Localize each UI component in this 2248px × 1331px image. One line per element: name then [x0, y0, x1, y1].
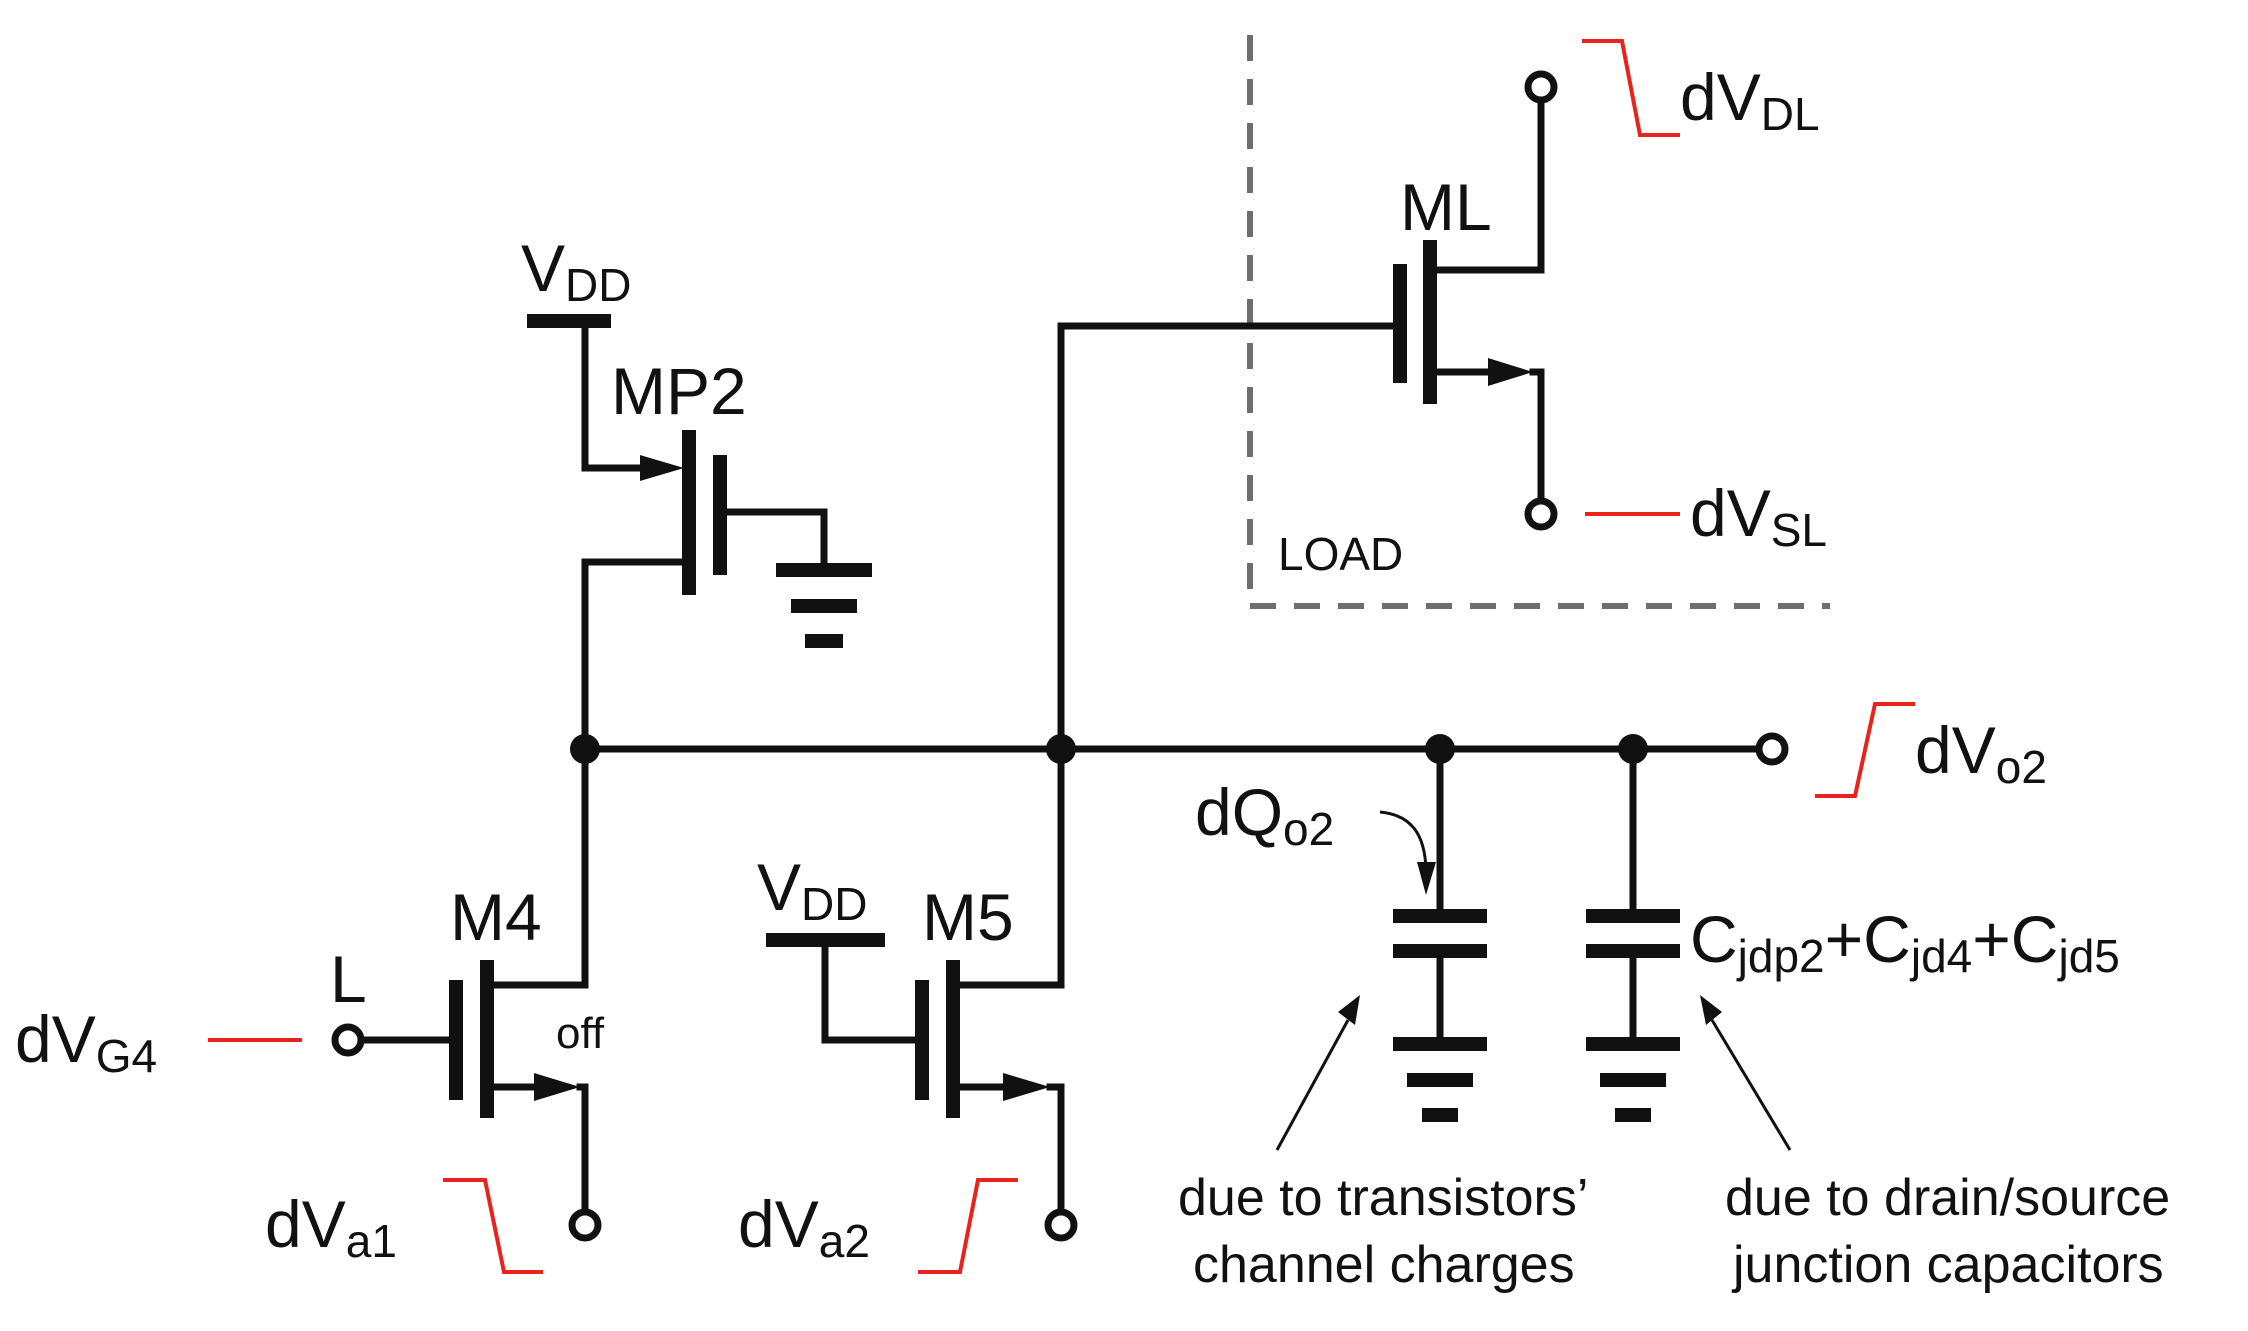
note1-line2: channel charges [1193, 1236, 1575, 1294]
note1-line1: due to transistors’ [1178, 1169, 1588, 1227]
ml-transistor [1057, 70, 1558, 753]
junction-capacitor [1586, 745, 1680, 1122]
note1-arrowhead [1338, 995, 1360, 1025]
dva2-label: dVa2 [738, 1187, 870, 1267]
note2-arrowhead [1700, 995, 1722, 1025]
output-net [570, 732, 1789, 766]
dva2-terminal [1044, 1208, 1078, 1242]
dva2-signal [918, 1178, 1018, 1274]
m5-source-arrow [1003, 1073, 1050, 1101]
dvdl-signal [1582, 39, 1680, 137]
channel-charge-capacitor [1393, 745, 1487, 1122]
dva1-signal [443, 1178, 543, 1274]
dva1-label: dVa1 [265, 1187, 397, 1267]
note2-line2: junction capacitors [1731, 1236, 2164, 1294]
dqo2-label: dQo2 [1195, 775, 1334, 855]
m5-transistor [766, 745, 1078, 1242]
note1-arrow-line [1275, 1019, 1350, 1151]
dvsl-terminal [1524, 497, 1558, 531]
mp2-transistor [527, 314, 872, 753]
off-label: off [556, 1009, 605, 1058]
mp2-label: MP2 [611, 354, 747, 428]
dqo2-arrow [1379, 810, 1428, 871]
vdd-m5-label: VDD [757, 850, 867, 930]
m4-label: M4 [450, 880, 542, 954]
l-label: L [330, 942, 367, 1016]
dva1-terminal [568, 1208, 602, 1242]
dvo2-label: dVo2 [1915, 713, 2047, 793]
dvdl-label: dVDL [1680, 60, 1820, 140]
cap-sum-label: Cjdp2+Cjd4+Cjd5 [1690, 902, 2120, 982]
note2-arrow-line [1710, 1019, 1792, 1151]
mp2-source-arrow [640, 455, 684, 481]
m4-source-arrow [534, 1073, 580, 1101]
dvg4-terminal [331, 1023, 365, 1057]
dvo2-terminal [1755, 732, 1789, 766]
dvg4-label: dVG4 [15, 1002, 157, 1082]
ml-source-arrow [1488, 358, 1533, 386]
load-boundary [1247, 35, 1830, 609]
dqo2-arrowhead [1417, 862, 1436, 895]
ml-label: ML [1400, 170, 1492, 244]
note2-line1: due to drain/source [1725, 1169, 2170, 1227]
load-label: LOAD [1278, 528, 1403, 580]
dvo2-signal [1815, 702, 1915, 798]
vdd-mp2-label: VDD [521, 231, 631, 311]
m4-transistor [331, 745, 602, 1242]
dvdl-terminal [1524, 70, 1558, 104]
dvsl-label: dVSL [1690, 476, 1827, 556]
m5-label: M5 [922, 880, 1014, 954]
